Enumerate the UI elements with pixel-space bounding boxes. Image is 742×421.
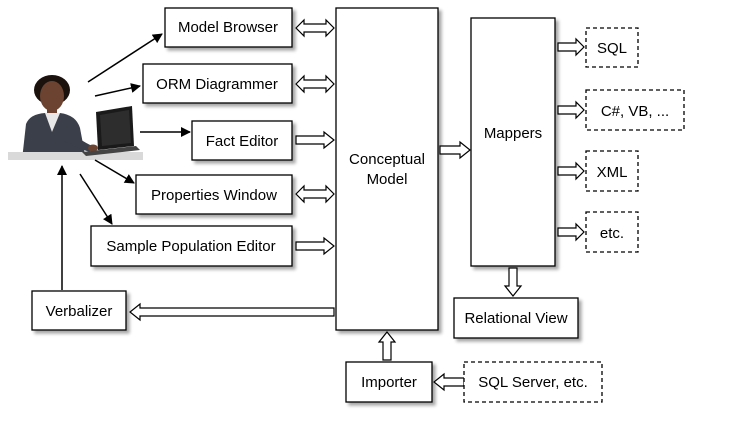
- fact-editor-label: Fact Editor: [206, 133, 279, 150]
- xml-output-label: XML: [597, 164, 628, 181]
- relational-view-box: Relational View: [453, 297, 579, 339]
- arrow-fact-editor-to-model: [295, 130, 335, 150]
- sample-population-editor-label: Sample Population Editor: [106, 238, 275, 255]
- importer-box: Importer: [345, 361, 433, 403]
- sql-server-source-box: SQL Server, etc.: [463, 361, 603, 403]
- model-browser-box: Model Browser: [164, 7, 293, 48]
- sample-population-editor-box: Sample Population Editor: [90, 225, 293, 267]
- properties-window-box: Properties Window: [135, 174, 293, 215]
- conceptual-model-label-line1: Conceptual: [349, 151, 425, 168]
- arrow-user-to-model-browser: [87, 33, 163, 83]
- arrow-mappers-to-csharp-vb: [557, 100, 585, 120]
- csharp-vb-output-box: C#, VB, ...: [585, 89, 685, 131]
- arrow-user-to-sample-population-editor: [79, 173, 113, 225]
- arrow-mappers-to-etc: [557, 222, 585, 242]
- relational-view-label: Relational View: [464, 310, 567, 327]
- properties-window-label: Properties Window: [151, 187, 277, 204]
- model-browser-label: Model Browser: [178, 19, 278, 36]
- fact-editor-box: Fact Editor: [191, 120, 293, 161]
- etc-output-box: etc.: [585, 211, 639, 253]
- bidir-arrow-model-browser: [295, 18, 335, 38]
- sql-server-source-label: SQL Server, etc.: [478, 374, 588, 391]
- arrow-mappers-to-xml: [557, 161, 585, 181]
- arrow-mappers-to-relational-view: [503, 267, 523, 297]
- bidir-arrow-properties-window: [295, 184, 335, 204]
- xml-output-box: XML: [585, 150, 639, 192]
- sql-output-box: SQL: [585, 27, 639, 68]
- arrow-model-to-verbalizer: [129, 302, 335, 322]
- bidirectional-arrows: [295, 18, 335, 204]
- verbalizer-box: Verbalizer: [31, 290, 127, 331]
- conceptual-model-label-line2: Model: [367, 171, 408, 188]
- etc-output-label: etc.: [600, 225, 624, 242]
- conceptual-model-box: Conceptual Model: [335, 7, 439, 331]
- mappers-label: Mappers: [484, 125, 542, 142]
- arrow-mappers-to-sql: [557, 37, 585, 57]
- orm-diagrammer-label: ORM Diagrammer: [156, 76, 278, 93]
- arrow-model-to-mappers: [439, 140, 471, 160]
- bidir-arrow-orm-diagrammer: [295, 74, 335, 94]
- orm-diagrammer-box: ORM Diagrammer: [142, 63, 293, 104]
- csharp-vb-output-label: C#, VB, ...: [601, 103, 669, 120]
- arrow-user-to-properties-window: [94, 159, 135, 184]
- mappers-box: Mappers: [470, 17, 556, 267]
- importer-label: Importer: [361, 374, 417, 391]
- user-at-laptop-illustration: [8, 48, 143, 160]
- arrow-user-to-orm-diagrammer: [94, 83, 141, 97]
- arrow-sample-population-to-model: [295, 236, 335, 256]
- arrow-sql-server-to-importer: [433, 372, 465, 392]
- verbalizer-label: Verbalizer: [46, 303, 113, 320]
- sql-output-label: SQL: [597, 40, 627, 57]
- arrow-importer-to-model: [377, 331, 397, 361]
